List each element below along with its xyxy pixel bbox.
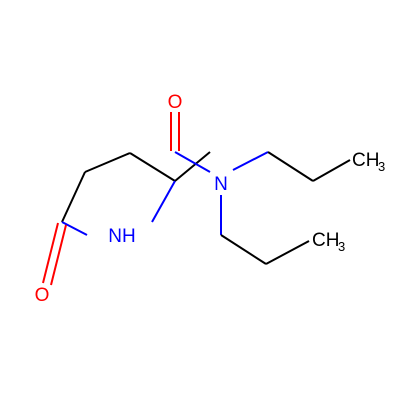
amide-nitrogen-label: N [214, 174, 228, 195]
ring-oxygen-label: O [35, 285, 50, 306]
bond-c5-o-a [42, 222, 59, 284]
methyl-bottom-subscript: 3 [338, 239, 345, 254]
bond-c4-c5 [61, 171, 86, 223]
propyl-chain-bottom [220, 195, 310, 265]
ring-nh-label: NH [108, 226, 135, 247]
bond-cb-cc [312, 159, 351, 182]
bond-n1-c2 [151, 180, 176, 223]
methyl-top-label: CH 3 [352, 150, 385, 174]
methyl-top-subscript: 3 [378, 159, 385, 174]
carboxamide-group [170, 112, 211, 182]
methyl-top-ch: CH [352, 150, 379, 171]
bond-c3-c4 [84, 152, 131, 173]
bond-cd-ce [220, 234, 267, 265]
bond-camide-n [174, 151, 211, 173]
methyl-bottom-ch: CH [312, 230, 339, 251]
pyrrolidinone-ring [42, 152, 176, 286]
bond-c5-n1 [61, 221, 88, 236]
propyl-chain-top [232, 151, 351, 182]
bond-c2-c3 [129, 152, 176, 182]
bond-c5-o-b [50, 224, 67, 286]
bond-c2-camide [174, 151, 211, 182]
carbonyl-oxygen-label: O [168, 92, 183, 113]
bond-n-ca [232, 151, 269, 171]
bond-ce-cf [265, 240, 310, 265]
methyl-bottom-label: CH 3 [312, 230, 345, 254]
bond-ca-cb [267, 151, 314, 182]
